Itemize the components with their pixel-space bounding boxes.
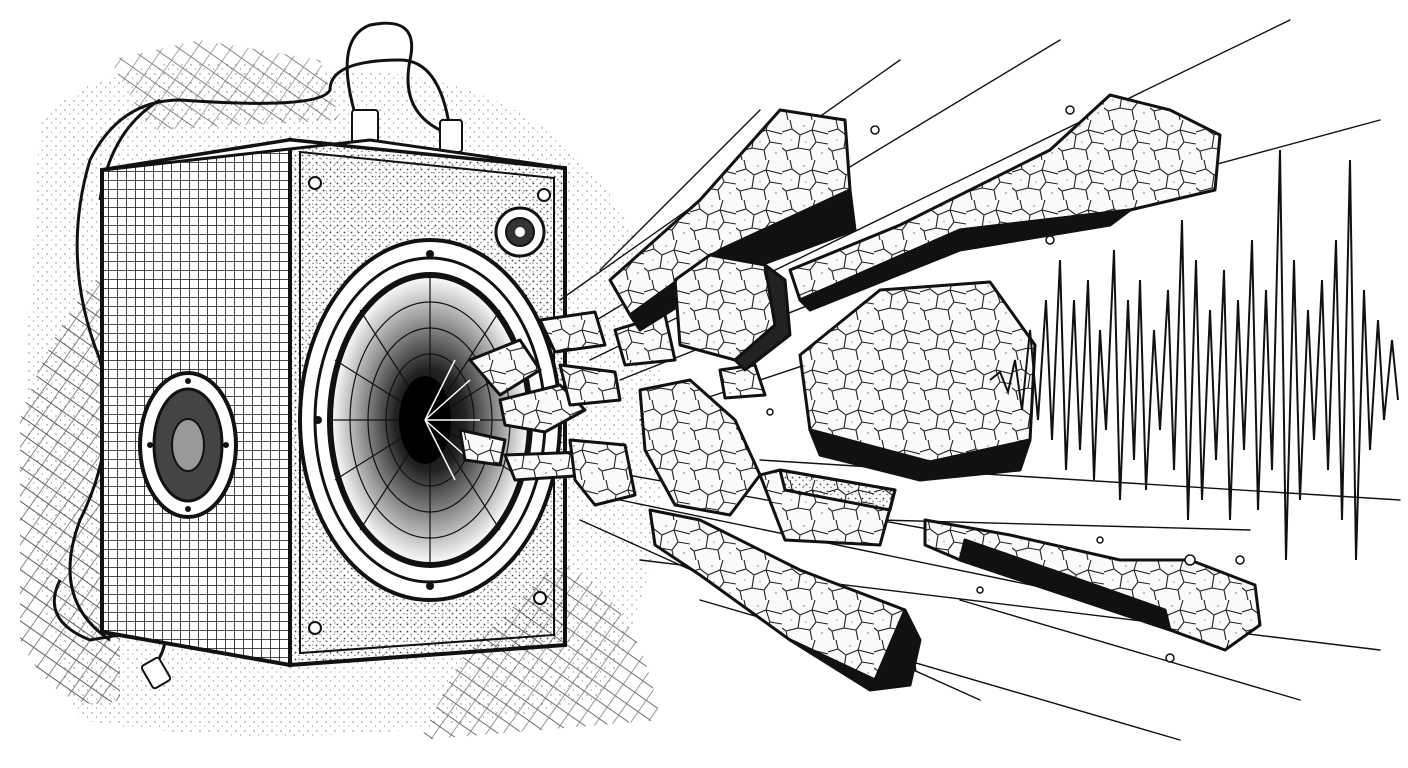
tweeter [494,206,546,258]
grille-side-driver [138,371,238,519]
woofer-cone [298,238,562,602]
debris-dots [766,105,1245,663]
shattering-stone-shards [458,93,1262,692]
sound-waveform [989,149,1399,561]
